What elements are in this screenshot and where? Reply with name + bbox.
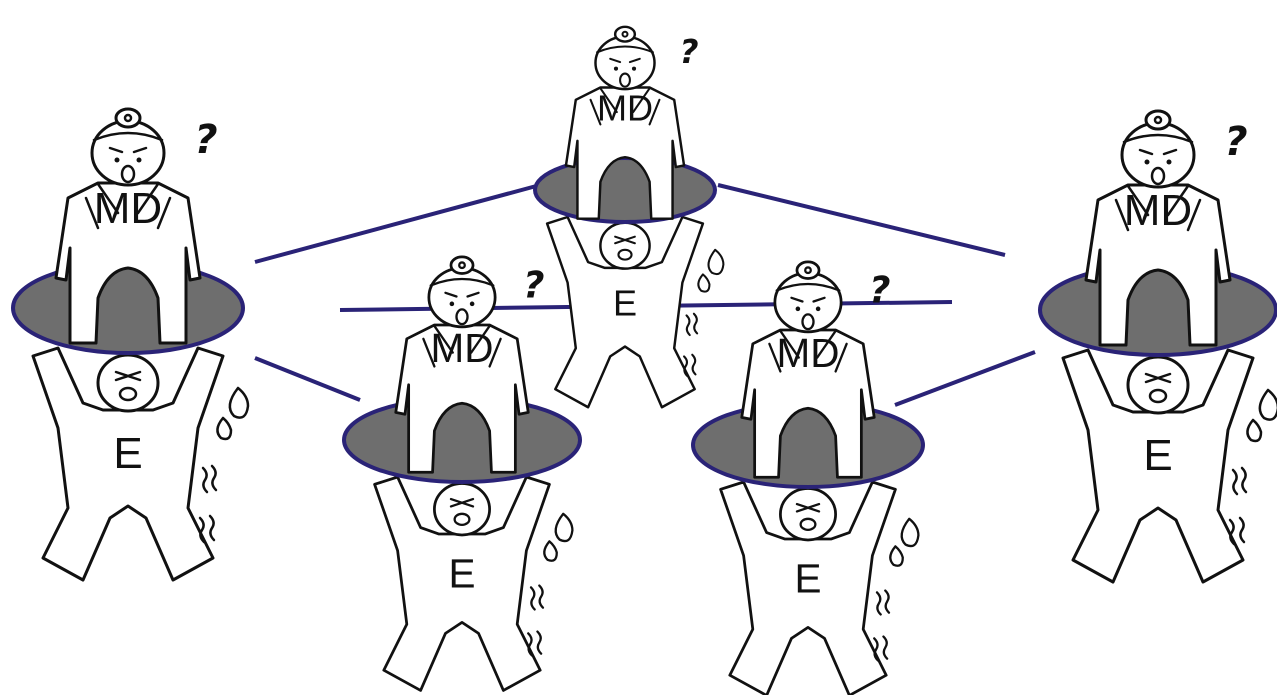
doctor-label: MD xyxy=(1124,186,1192,235)
doctor-patient-pair: E MD? xyxy=(533,25,725,409)
patient-figure: E xyxy=(31,346,250,582)
platform-disc xyxy=(342,396,582,484)
connector-line xyxy=(717,183,1006,257)
doctor-figure: MD? xyxy=(54,107,218,345)
question-mark: ? xyxy=(194,117,217,163)
doctor-patient-pair: E MD? xyxy=(691,260,925,695)
doctor-patient-pair: E MD? xyxy=(342,255,582,692)
doctor-label: MD xyxy=(94,184,162,233)
platform-disc xyxy=(1038,263,1277,357)
question-mark: ? xyxy=(523,263,544,306)
patient-figure: E xyxy=(719,480,920,695)
doctor-figure: MD? xyxy=(1084,109,1248,347)
connector-line xyxy=(254,183,541,264)
doctor-label: MD xyxy=(597,87,653,128)
patient-figure: E xyxy=(545,215,725,409)
doctor-label: MD xyxy=(431,325,494,371)
patient-label: E xyxy=(795,555,822,601)
doctor-figure: MD? xyxy=(394,255,544,474)
question-mark: ? xyxy=(869,268,890,311)
platform-disc xyxy=(533,156,717,224)
platform-disc xyxy=(11,261,245,355)
patient-label: E xyxy=(449,550,476,596)
doctor-figure: MD? xyxy=(564,25,698,220)
doctor-patient-pair: E MD? xyxy=(1038,109,1277,584)
doctor-label: MD xyxy=(777,330,840,376)
platform-disc xyxy=(691,401,925,489)
patient-label: E xyxy=(613,282,637,323)
patient-label: E xyxy=(113,429,142,478)
patient-figure: E xyxy=(373,475,574,692)
patient-label: E xyxy=(1143,431,1172,480)
doctor-patient-pair: E MD? xyxy=(11,107,250,582)
question-mark: ? xyxy=(1224,119,1247,165)
connector-line xyxy=(894,350,1036,407)
figures-layer: E MD? E MD? E MD? E MD? E MD? xyxy=(11,25,1277,695)
question-mark: ? xyxy=(679,33,698,71)
patient-figure: E xyxy=(1061,348,1277,584)
connector-line xyxy=(254,356,361,402)
doctor-figure: MD? xyxy=(740,260,890,479)
